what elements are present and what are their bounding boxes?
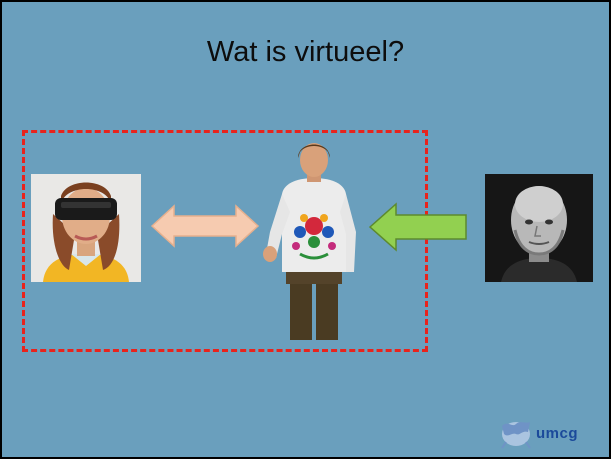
virtual-boundary-box [22, 130, 428, 352]
frog-logo-icon [501, 422, 531, 449]
virtual-avatar-figure [260, 142, 370, 340]
umcg-logo: umcg [496, 416, 606, 450]
man-portrait-photo [485, 174, 593, 282]
slide-title: Wat is virtueel? [206, 36, 405, 68]
left-arrow-icon [368, 202, 468, 252]
umcg-logo-text: umcg [536, 425, 579, 442]
double-arrow-icon [150, 204, 260, 248]
vr-headset-woman-photo [31, 174, 141, 282]
